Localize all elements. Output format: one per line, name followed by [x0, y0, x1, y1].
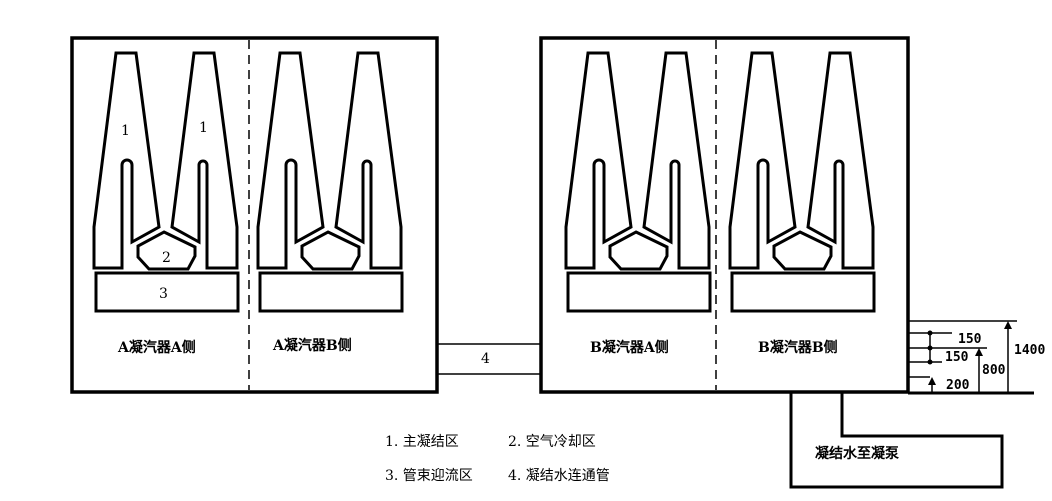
unit-label-ab: A凝汽器B侧: [272, 337, 352, 354]
condenser-unit-3: [564, 51, 712, 313]
inflow-zone: [730, 271, 876, 313]
pump-label: 凝结水至凝泵: [815, 445, 899, 462]
inflow-zone: [258, 271, 404, 313]
dim-800: 800: [982, 363, 1006, 378]
zone-2-label: 2: [162, 250, 171, 266]
tube-bundle-left: [728, 51, 797, 270]
air-cooling-zone: [772, 230, 833, 271]
condenser-unit-2: [256, 51, 404, 313]
inflow-zone: [94, 271, 240, 313]
zone-1-label-left: 1: [121, 123, 130, 139]
condenser-b-box: [539, 36, 910, 394]
level-dimensions: [908, 320, 1034, 395]
tube-bundle-left: [92, 51, 161, 270]
legend-item-3: 3. 管束迎流区: [385, 468, 473, 484]
dim-200: 200: [946, 378, 970, 393]
condenser-unit-4: [728, 51, 876, 313]
unit-label-aa: A凝汽器A侧: [117, 339, 196, 356]
dim-150-lower: 150: [945, 350, 969, 365]
dim-1400: 1400: [1014, 343, 1045, 358]
legend-item-1: 1. 主凝结区: [385, 434, 459, 450]
air-cooling-zone: [608, 230, 669, 271]
tube-bundle-right: [642, 51, 711, 270]
dim-150-upper: 150: [958, 332, 982, 347]
tube-bundle-right: [806, 51, 875, 270]
legend-item-2: 2. 空气冷却区: [508, 434, 596, 450]
unit-label-bb: B凝汽器B侧: [758, 339, 838, 356]
air-cooling-zone: [300, 230, 361, 271]
legend-item-4: 4. 凝结水连通管: [508, 468, 610, 484]
condenser-unit-1: [92, 51, 240, 313]
zone-3-label: 3: [159, 286, 168, 302]
zone-1-label-right: 1: [199, 120, 208, 136]
pump-outlet-pipe: [789, 393, 1004, 489]
zone-4-label: 4: [481, 351, 490, 367]
unit-label-ba: B凝汽器A侧: [590, 339, 669, 356]
condenser-a-box: [70, 36, 439, 394]
tube-bundle-left: [564, 51, 633, 270]
tube-bundle-right: [334, 51, 403, 270]
tube-bundle-left: [256, 51, 325, 270]
tube-bundle-right: [170, 51, 239, 270]
air-cooling-zone: [136, 230, 197, 271]
inflow-zone: [566, 271, 712, 313]
